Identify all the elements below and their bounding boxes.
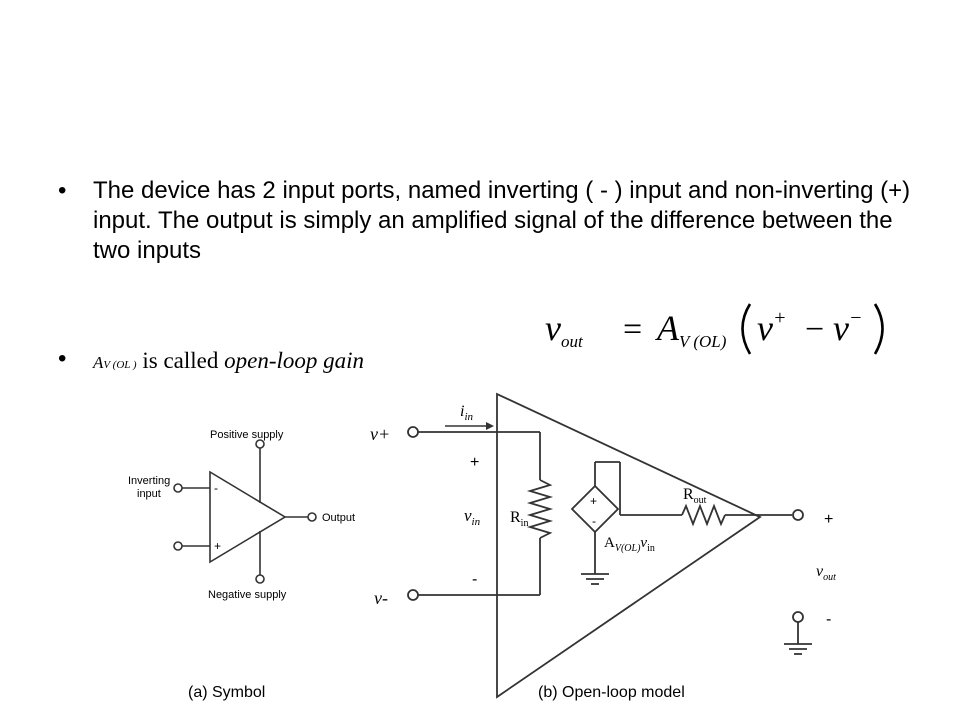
model-vplus-terminal bbox=[407, 426, 419, 438]
model-plus-sign: + bbox=[470, 454, 479, 471]
eq-vout: vout bbox=[545, 308, 584, 351]
gain-definition-text: AV (OL ) is called open-loop gain bbox=[93, 348, 365, 373]
bullet-gain-definition: • AV (OL ) is called open-loop gain bbox=[58, 342, 538, 376]
inverting-input-terminal bbox=[173, 483, 183, 493]
iin-label: iin bbox=[460, 403, 474, 423]
positive-supply-terminal bbox=[255, 439, 265, 449]
model-caption: (b) Open-loop model bbox=[538, 684, 685, 701]
gain-equation-svg: vout = AV (OL) v+ − v− bbox=[545, 303, 884, 355]
bullet-dot: • bbox=[58, 345, 67, 372]
symbol-caption: (a) Symbol bbox=[188, 684, 265, 701]
negative-supply-terminal bbox=[255, 574, 265, 584]
bullet-list: The device has 2 input ports, named inve… bbox=[58, 176, 918, 266]
rin-label: Rin bbox=[510, 509, 528, 529]
symbol-minus-sign: - bbox=[214, 481, 218, 495]
opamp-diagrams: Positive supply Negative supply Invertin… bbox=[100, 392, 880, 720]
output-plus-sign: + bbox=[824, 511, 833, 528]
bullet-device-description: The device has 2 input ports, named inve… bbox=[58, 176, 918, 266]
model-output-ground-terminal bbox=[792, 611, 804, 623]
iin-arrow-head bbox=[486, 422, 494, 430]
rout-resistor bbox=[681, 503, 726, 527]
eq-vplus: v+ bbox=[757, 307, 786, 348]
eq-equals: = bbox=[623, 311, 642, 348]
gain-equation: vout = AV (OL) v+ − v− bbox=[545, 300, 895, 358]
model-vminus-terminal bbox=[407, 589, 419, 601]
eq-paren-right bbox=[873, 303, 884, 355]
vminus-label: v- bbox=[374, 588, 388, 608]
opamp-symbol-triangle bbox=[209, 470, 287, 564]
eq-minus: − bbox=[805, 311, 824, 348]
inverting-input-label-1: Inverting bbox=[128, 475, 170, 487]
rout-label: Rout bbox=[683, 486, 707, 506]
positive-supply-label: Positive supply bbox=[210, 429, 284, 441]
vplus-label: v+ bbox=[370, 424, 390, 444]
rin-resistor bbox=[526, 479, 554, 539]
output-label: Output bbox=[322, 512, 355, 524]
symbol-plus-sign: + bbox=[214, 539, 221, 553]
model-minus-sign: - bbox=[472, 571, 477, 588]
noninverting-input-terminal bbox=[173, 541, 183, 551]
opamp-model-triangle bbox=[496, 392, 762, 699]
vin-label: vin bbox=[464, 506, 481, 528]
output-terminal bbox=[307, 512, 317, 522]
eq-paren-left bbox=[741, 303, 752, 355]
source-minus-sign: - bbox=[592, 514, 596, 528]
inverting-input-label-2: input bbox=[137, 488, 161, 500]
diagram-svg: Positive supply Negative supply Invertin… bbox=[128, 392, 836, 701]
vout-label: vout bbox=[816, 563, 836, 583]
eq-vminus: v− bbox=[833, 307, 862, 348]
source-plus-sign: + bbox=[590, 494, 597, 508]
gain-source-label: AV(OL)vin bbox=[604, 535, 655, 554]
negative-supply-label: Negative supply bbox=[208, 589, 287, 601]
output-minus-sign: - bbox=[826, 611, 831, 628]
eq-gain: AV (OL) bbox=[655, 308, 727, 351]
model-output-terminal bbox=[792, 509, 804, 521]
